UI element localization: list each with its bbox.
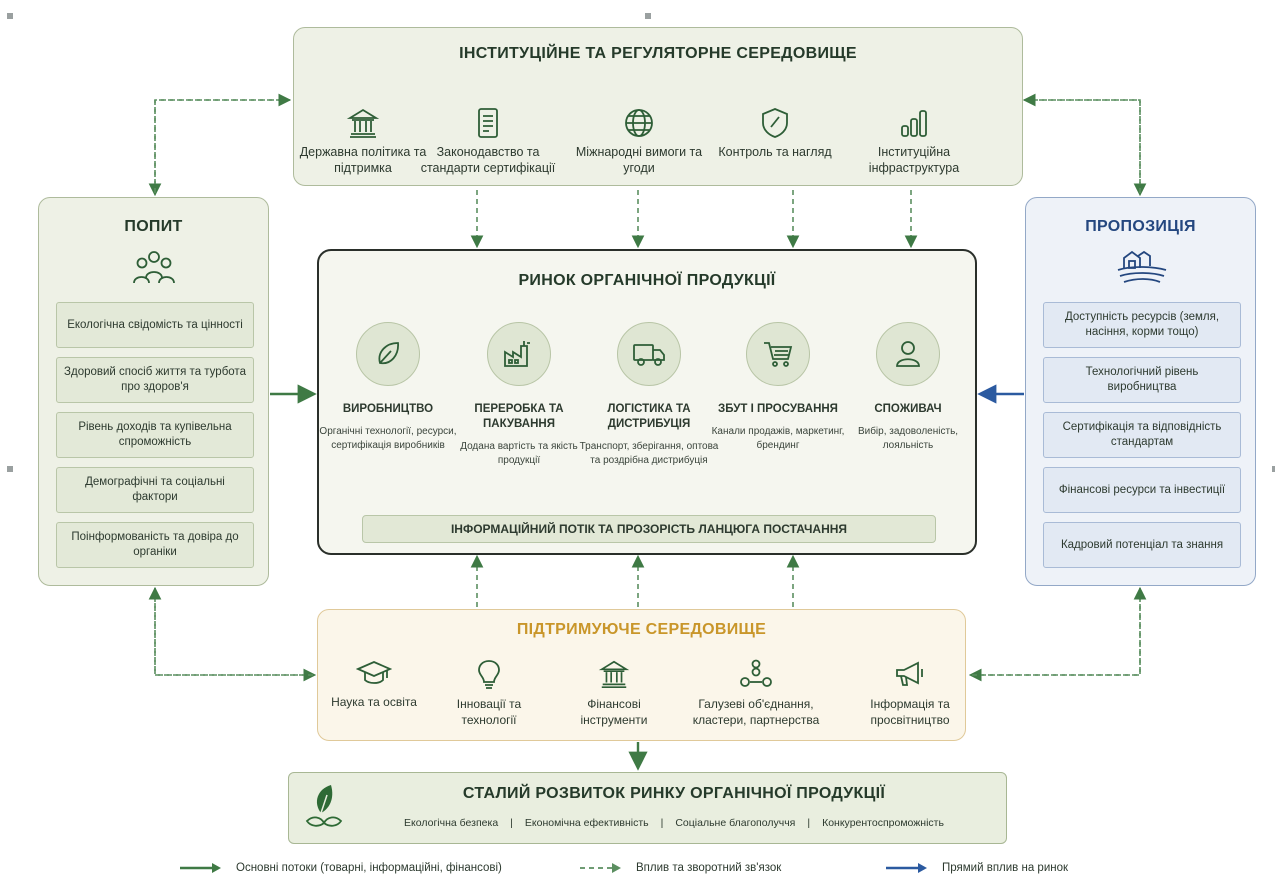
dashed-arrow-icon bbox=[580, 863, 621, 873]
connector-institutional-supply bbox=[1024, 99, 1147, 197]
cart-icon bbox=[764, 342, 793, 367]
person-icon bbox=[896, 341, 920, 367]
connector-supply-supporting bbox=[968, 588, 1141, 682]
network-icon bbox=[740, 659, 772, 687]
supporting-environment: ПІДТРИМУЮЧЕ СЕРЕДОВИЩЕ Наука та освіта І… bbox=[317, 609, 966, 741]
stage-sales: ЗБУТ І ПРОСУВАННЯ Канали продажів, марке… bbox=[708, 322, 848, 453]
demand-factor: Рівень доходів та купівельна спроможніст… bbox=[56, 412, 254, 458]
stage-production: ВИРОБНИЦТВО Органічні технології, ресурс… bbox=[318, 322, 458, 453]
supporting-item-innovation: Інновації та технології bbox=[439, 658, 539, 728]
institutional-item-state-policy: Державна політика та підтримка bbox=[283, 106, 443, 176]
supply-panel: ПРОПОЗИЦІЯ Доступність ресурсів (земля, … bbox=[1025, 197, 1256, 586]
legend-main-flows: Основні потоки (товарні, інформаційні, ф… bbox=[178, 862, 502, 874]
supporting-item-associations: Галузеві об'єднання, кластери, партнерст… bbox=[681, 658, 831, 728]
document-icon bbox=[478, 108, 498, 138]
sustainable-goal: Економічна ефективність bbox=[524, 817, 649, 829]
blue-arrow-icon bbox=[886, 863, 927, 873]
supply-factor: Технологічний рівень виробництва bbox=[1043, 357, 1241, 403]
separator: | bbox=[510, 817, 513, 829]
stage-consumer: СПОЖИВАЧ Вибір, задоволеність, лояльніст… bbox=[838, 322, 978, 453]
corner-marker bbox=[7, 13, 13, 19]
corner-marker bbox=[645, 13, 651, 19]
sustainable-goal: Конкурентоспроможність bbox=[822, 817, 944, 829]
supporting-title: ПІДТРИМУЮЧЕ СЕРЕДОВИЩЕ bbox=[516, 621, 767, 638]
globe-icon bbox=[625, 109, 653, 137]
connector-institutional-demand bbox=[148, 99, 290, 197]
bank-icon bbox=[598, 660, 630, 689]
supply-chain: ВИРОБНИЦТВО Органічні технології, ресурс… bbox=[319, 322, 975, 512]
sustainable-title: СТАЛИЙ РОЗВИТОК РИНКУ ОРГАНІЧНОЇ ПРОДУКЦ… bbox=[462, 785, 886, 802]
supporting-item-finance: Фінансові інструменти bbox=[564, 658, 664, 728]
separator: | bbox=[660, 817, 664, 829]
lightbulb-icon bbox=[478, 660, 500, 689]
separator: | bbox=[807, 817, 811, 829]
people-group-icon bbox=[133, 251, 175, 284]
info-flow-bar: ІНФОРМАЦІЙНИЙ ПОТІК ТА ПРОЗОРІСТЬ ЛАНЦЮГ… bbox=[362, 515, 936, 543]
factory-icon bbox=[504, 341, 530, 367]
sustainable-goal: Екологічна безпека bbox=[404, 817, 499, 829]
bank-icon bbox=[346, 108, 380, 138]
stage-logistics: ЛОГІСТИКА ТА ДИСТРИБУЦІЯ Транспорт, збер… bbox=[579, 322, 719, 468]
sustainable-goals: Екологічна безпека | Економічна ефективн… bbox=[349, 817, 999, 829]
demand-factor: Екологічна свідомість та цінності bbox=[56, 302, 254, 348]
legend-direct: Прямий вплив на ринок bbox=[884, 862, 1068, 874]
supply-factor: Кадровий потенціал та знання bbox=[1043, 522, 1241, 568]
institutional-item-infrastructure: Інституційна інфраструктура bbox=[834, 106, 994, 176]
truck-icon bbox=[633, 344, 665, 366]
sustainable-goal: Соціальне благополуччя bbox=[675, 817, 796, 829]
supporting-item-information: Інформація та просвітництво bbox=[855, 658, 965, 728]
bar-chart-icon bbox=[901, 110, 927, 137]
sustainable-development: СТАЛИЙ РОЗВИТОК РИНКУ ОРГАНІЧНОЇ ПРОДУКЦ… bbox=[288, 772, 1007, 844]
demand-panel: ПОПИТ Екологічна свідомість та цінності … bbox=[38, 197, 269, 586]
demand-factor: Поінформованість та довіра до органіки bbox=[56, 522, 254, 568]
demand-factor: Здоровий спосіб життя та турбота про здо… bbox=[56, 357, 254, 403]
supporting-item-science: Наука та освіта bbox=[324, 658, 424, 710]
graduation-cap-icon bbox=[356, 661, 392, 684]
demand-title: ПОПИТ bbox=[124, 218, 183, 235]
shield-icon bbox=[762, 108, 788, 138]
leaf-icon bbox=[378, 342, 399, 365]
legend-influence: Вплив та зворотний зв'язок bbox=[578, 862, 781, 874]
corner-marker bbox=[7, 466, 13, 472]
organic-market: РИНОК ОРГАНІЧНОЇ ПРОДУКЦІЇ ВИРОБНИЦТВО О… bbox=[317, 249, 977, 555]
institutional-item-legislation: Законодавство та стандарти сертифікації bbox=[408, 106, 568, 176]
demand-factor: Демографічні та соціальні фактори bbox=[56, 467, 254, 513]
supply-factor: Доступність ресурсів (земля, насіння, ко… bbox=[1043, 302, 1241, 348]
sprout-icon bbox=[305, 785, 343, 827]
institutional-item-control: Контроль та нагляд bbox=[695, 106, 855, 160]
institutional-environment: ІНСТИТУЦІЙНЕ ТА РЕГУЛЯТОРНЕ СЕРЕДОВИЩЕ Д… bbox=[293, 27, 1023, 186]
connector-demand-supporting bbox=[154, 588, 317, 682]
market-title: РИНОК ОРГАНІЧНОЇ ПРОДУКЦІЇ bbox=[518, 272, 776, 289]
megaphone-icon bbox=[896, 661, 923, 686]
farm-icon bbox=[1117, 250, 1167, 283]
supply-title: ПРОПОЗИЦІЯ bbox=[1085, 218, 1196, 235]
institutional-item-international: Міжнародні вимоги та угоди bbox=[559, 106, 719, 176]
supply-factor: Сертифікація та відповідність стандартам bbox=[1043, 412, 1241, 458]
institutional-title: ІНСТИТУЦІЙНЕ ТА РЕГУЛЯТОРНЕ СЕРЕДОВИЩЕ bbox=[459, 45, 857, 62]
stage-processing: ПЕРЕРОБКА ТА ПАКУВАННЯ Додана вартість т… bbox=[449, 322, 589, 468]
solid-arrow-icon bbox=[180, 863, 221, 873]
corner-marker bbox=[1272, 466, 1275, 472]
supply-factor: Фінансові ресурси та інвестиції bbox=[1043, 467, 1241, 513]
